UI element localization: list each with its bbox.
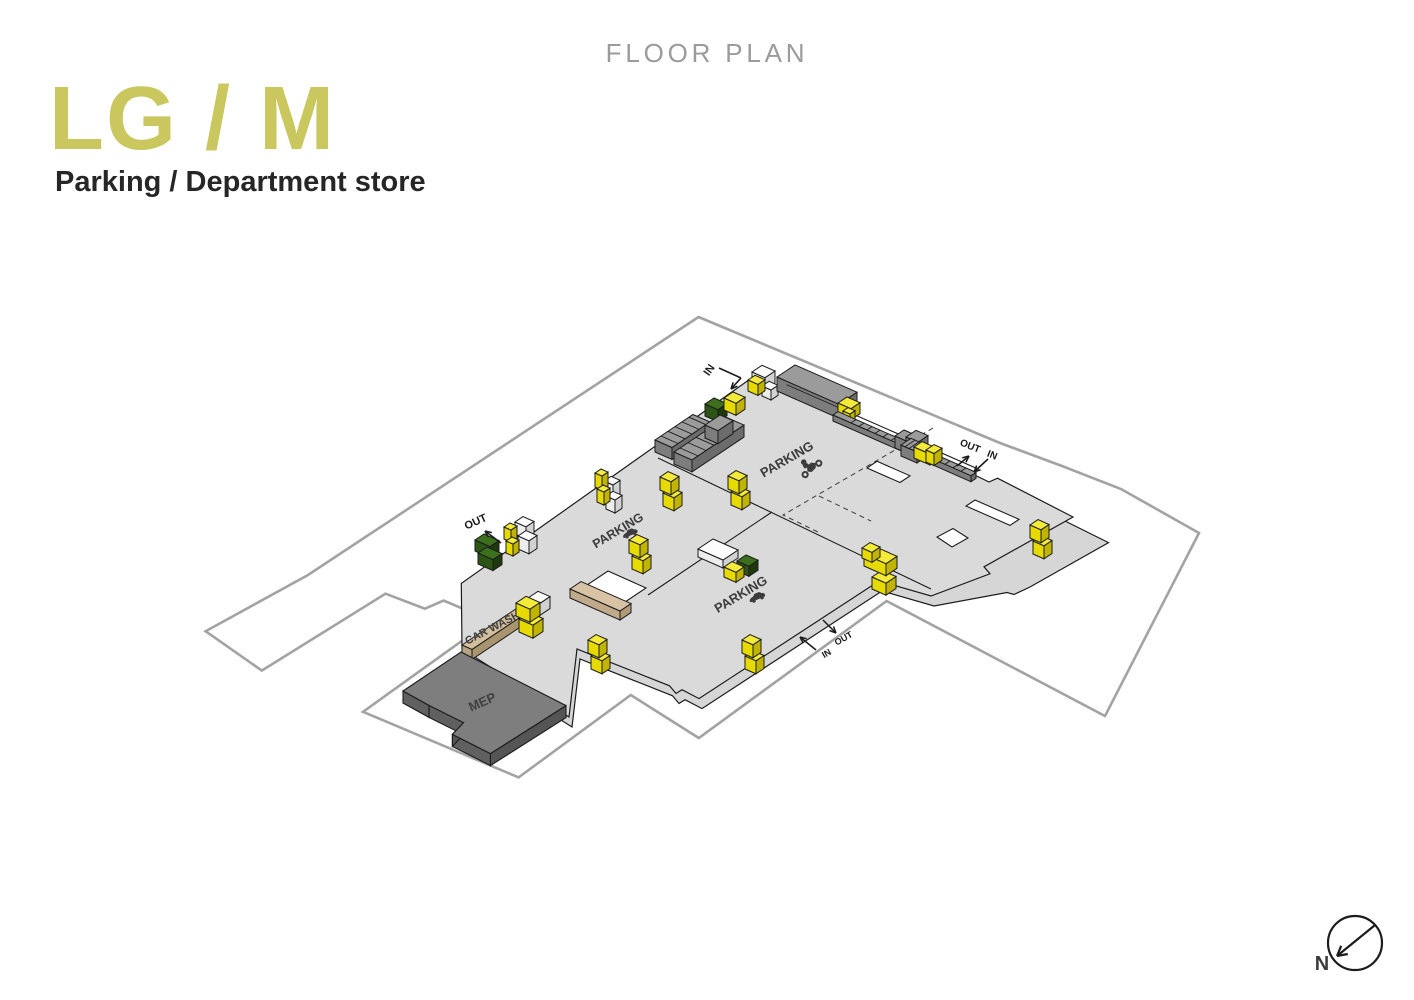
- svg-text:IN: IN: [820, 647, 833, 660]
- svg-text:IN: IN: [701, 362, 717, 378]
- svg-text:OUT: OUT: [958, 438, 982, 456]
- svg-text:IN: IN: [985, 449, 998, 463]
- svg-text:OUT: OUT: [463, 512, 489, 533]
- svg-text:N: N: [1315, 953, 1329, 975]
